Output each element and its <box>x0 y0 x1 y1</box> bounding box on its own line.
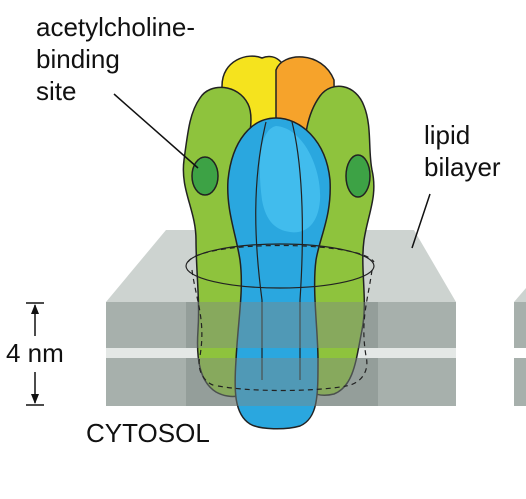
binding-pocket-left <box>191 156 219 196</box>
neighbor-bilayer-lower <box>514 358 526 406</box>
binding-site-label-line2: binding <box>36 44 120 74</box>
pore-rim-top <box>185 243 375 289</box>
channel-highlight <box>259 126 321 233</box>
pore-bottom-dashed <box>217 385 347 392</box>
binding-site-label-line1: acetylcholine- <box>36 12 195 42</box>
pore-wall-right <box>345 269 373 387</box>
lipid-bilayer <box>106 230 526 406</box>
lipid-label-line2: bilayer <box>424 152 501 182</box>
lipid-label-line1: lipid <box>424 120 470 150</box>
lipid-leader <box>411 193 431 249</box>
neighbor-bilayer-upper <box>514 302 526 348</box>
cytosol-label: CYTOSOL <box>86 418 210 448</box>
neighbor-bilayer-top <box>514 288 526 302</box>
thickness-label: 4 nm <box>6 338 64 368</box>
binding-site-leader <box>113 93 199 169</box>
thickness-scale <box>26 302 44 406</box>
front-blue-subunit <box>226 117 331 430</box>
binding-site-label-line3: site <box>36 76 76 106</box>
binding-pocket-right <box>345 154 371 198</box>
membrane-overlay <box>185 243 378 406</box>
pore-wall-left <box>191 269 217 387</box>
